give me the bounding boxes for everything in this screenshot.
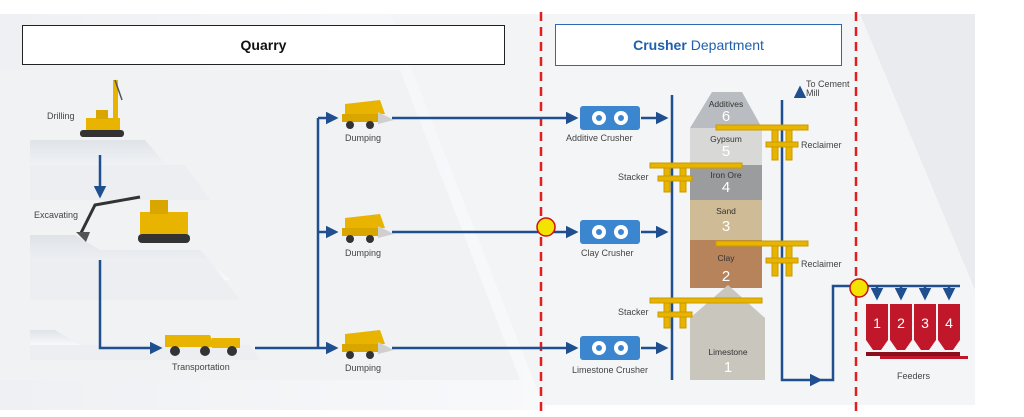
feeder-number-1: 1: [873, 315, 881, 331]
conveyor-lines: [93, 85, 960, 387]
pile-limestone: [690, 285, 765, 380]
dump-truck-icon: [342, 100, 394, 129]
pile-label-sand: Sand: [716, 206, 736, 216]
crusher-header-rest: Department: [690, 37, 764, 53]
label-mill: Mill: [806, 88, 820, 98]
pile-gypsum: [690, 128, 762, 165]
pile-sand: [690, 200, 762, 240]
drilling-rig-icon: [80, 79, 124, 137]
pile-clay: [690, 240, 762, 288]
pile-number-2: 2: [721, 268, 731, 285]
pile-number-5: 5: [721, 143, 731, 160]
crusher-icon: [580, 220, 640, 244]
label-limestone-crusher: Limestone Crusher: [572, 365, 649, 375]
pile-label-limestone: Limestone: [708, 347, 748, 357]
marker-dot: [849, 278, 869, 298]
label-to-cement: To Cement: [806, 79, 850, 89]
label-dumping-middle: Dumping: [345, 248, 382, 258]
label-dumping-bottom: Dumping: [345, 363, 382, 373]
label-dumping-top: Dumping: [345, 133, 382, 143]
label-transportation: Transportation: [172, 362, 230, 372]
label-reclaimer-top: Reclaimer: [801, 140, 842, 150]
label-clay-crusher: Clay Crusher: [581, 248, 634, 258]
pile-additives: [690, 92, 762, 128]
pile-label-clay: Clay: [717, 253, 735, 263]
pile-label-gypsum: Gypsum: [710, 134, 742, 144]
stacker-icon: [649, 297, 763, 329]
quarry-header: Quarry: [22, 25, 505, 65]
label-additive-crusher: Additive Crusher: [566, 133, 633, 143]
crusher-header-bold: Crusher: [633, 37, 687, 53]
marker-dot: [536, 217, 556, 237]
stockpiles: [690, 92, 765, 380]
label-to-cement-mill: To Cement Mill: [806, 80, 850, 98]
quarry-header-text: Quarry: [240, 37, 287, 53]
reclaimer-icon: [715, 124, 809, 161]
pile-number-6: 6: [721, 108, 731, 125]
pile-number-3: 3: [721, 218, 731, 235]
label-drilling: Drilling: [47, 111, 75, 121]
feeders-icon: [866, 304, 968, 359]
label-stacker-top: Stacker: [618, 172, 649, 182]
pile-label-iron-ore: Iron Ore: [710, 170, 742, 180]
label-excavating: Excavating: [34, 210, 79, 220]
reclaimer-icon: [715, 240, 809, 277]
feeder-number-3: 3: [921, 315, 929, 331]
label-reclaimer-bottom: Reclaimer: [801, 259, 842, 269]
dump-truck-icon: [342, 214, 394, 243]
stacker-icon: [649, 162, 743, 193]
dump-truck-icon: [342, 330, 394, 359]
pile-iron-ore: [690, 165, 762, 200]
crusher-icon: [580, 106, 640, 130]
label-stacker-bottom: Stacker: [618, 307, 649, 317]
pile-number-4: 4: [721, 179, 731, 196]
quarry-terrain: [30, 140, 260, 360]
crusher-icon: [580, 336, 640, 360]
feeder-number-4: 4: [945, 315, 953, 331]
pile-label-additives: Additives: [708, 99, 744, 109]
transport-truck-icon: [165, 335, 240, 356]
excavator-icon: [76, 195, 190, 243]
pile-number-1: 1: [723, 359, 733, 376]
label-feeders: Feeders: [897, 371, 931, 381]
feeder-number-2: 2: [897, 315, 905, 331]
crusher-department-header: Crusher Department: [555, 24, 842, 66]
